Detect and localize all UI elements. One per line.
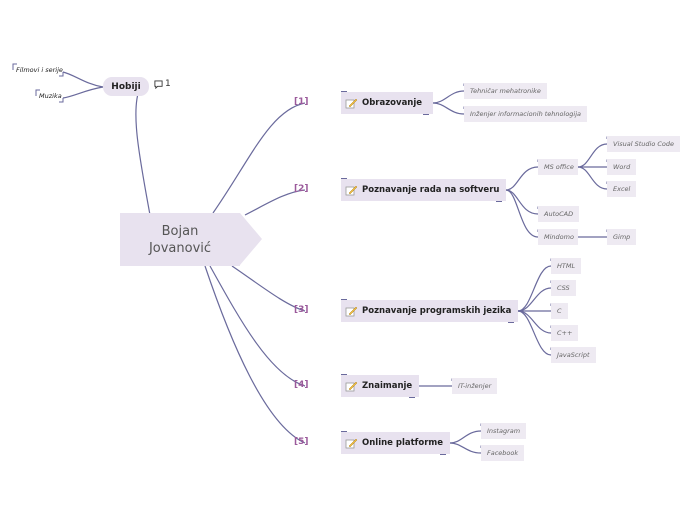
hobiji-item-filmovi[interactable]: Filmovi i serije — [16, 66, 63, 74]
branch-number-3: [3] — [294, 305, 309, 315]
leaf-facebook[interactable]: Facebook — [481, 445, 525, 461]
branch-number-4: [4] — [294, 380, 309, 390]
comment-count: 1 — [165, 79, 171, 89]
comment-badge[interactable]: 1 — [154, 79, 171, 89]
leaf-autocad[interactable]: AutoCAD — [538, 206, 580, 222]
branch-label: Znaimanje — [362, 381, 413, 391]
branch-number-2: [2] — [294, 184, 309, 194]
leaf-ms-office[interactable]: MS office — [538, 159, 578, 175]
branch-label: Poznavanje rada na softveru — [362, 185, 500, 195]
leaf-gimp[interactable]: Gimp — [607, 229, 637, 245]
pencil-note-icon — [345, 98, 358, 108]
leaf-it-inzenjer[interactable]: IT-inženjer — [452, 378, 498, 394]
branch-label: Obrazovanje — [362, 98, 423, 108]
leaf-excel[interactable]: Excel — [607, 181, 637, 197]
root-label-line2: Jovanović — [148, 240, 212, 256]
branch-programski-jezici[interactable]: Poznavanje programskih jezika — [341, 300, 518, 322]
branch-znaimanje[interactable]: Znaimanje — [341, 375, 419, 397]
hobiji-label: Hobiji — [111, 81, 141, 92]
leaf-css[interactable]: CSS — [551, 280, 576, 296]
branch-label: Online platforme — [362, 438, 444, 448]
hobiji-node[interactable]: Hobiji — [103, 77, 149, 96]
branch-poznavanje-softvera[interactable]: Poznavanje rada na softveru — [341, 179, 506, 201]
comment-icon — [154, 79, 163, 89]
pencil-note-icon — [345, 306, 358, 316]
root-label-line1: Bojan — [161, 223, 199, 239]
branch-number-5: [5] — [294, 437, 309, 447]
leaf-vscode[interactable]: Visual Studio Code — [607, 136, 681, 152]
pencil-note-icon — [345, 438, 358, 448]
pencil-note-icon — [345, 381, 358, 391]
leaf-html[interactable]: HTML — [551, 258, 582, 274]
leaf-c[interactable]: C — [551, 303, 568, 319]
branch-number-1: [1] — [294, 97, 309, 107]
leaf-instagram[interactable]: Instagram — [481, 423, 527, 439]
root-node[interactable]: Bojan Jovanović — [120, 213, 262, 266]
leaf-tehnicar[interactable]: Tehničar mehatronike — [464, 83, 547, 99]
branch-label: Poznavanje programskih jezika — [362, 306, 512, 316]
leaf-cpp[interactable]: C++ — [551, 325, 579, 341]
leaf-javascript[interactable]: JavaScript — [551, 347, 596, 363]
branch-obrazovanje[interactable]: Obrazovanje — [341, 92, 433, 114]
branch-online-platforme[interactable]: Online platforme — [341, 432, 450, 454]
hobiji-item-muzika[interactable]: Muzika — [39, 92, 62, 100]
leaf-mindomo[interactable]: Mindomo — [538, 229, 578, 245]
leaf-inzenjer-it[interactable]: Inženjer informacionih tehnologija — [464, 106, 588, 122]
pencil-note-icon — [345, 185, 358, 195]
leaf-word[interactable]: Word — [607, 159, 637, 175]
